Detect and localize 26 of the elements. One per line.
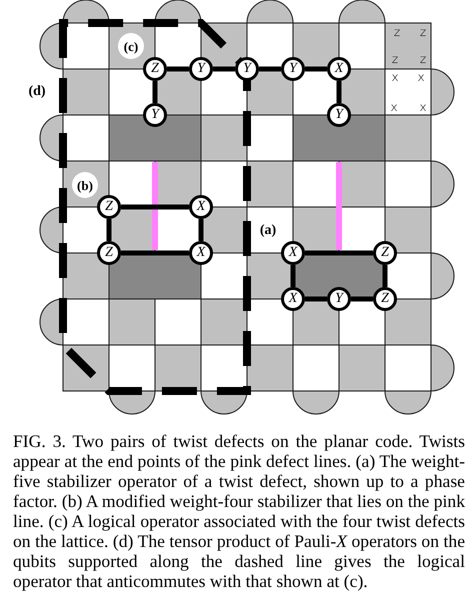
operator-link	[167, 66, 189, 72]
pauli-letter-mark: x	[391, 71, 399, 83]
operator-link	[121, 250, 189, 256]
pauli-letter-mark: z	[420, 26, 426, 38]
operator-link	[305, 66, 327, 72]
operator-link	[213, 66, 235, 72]
pauli-letter-mark: z	[392, 53, 398, 65]
operator-link	[259, 66, 281, 72]
operator-link	[305, 296, 327, 302]
operator-link	[336, 81, 342, 103]
operator-link	[290, 265, 296, 287]
pauli-letter-mark: x	[417, 71, 425, 83]
operator-link	[351, 296, 373, 302]
pauli-letter-mark: z	[394, 26, 400, 38]
operator-link	[305, 250, 373, 256]
callout-label: (a)	[260, 224, 276, 238]
operator-link	[382, 265, 388, 287]
operator-link	[152, 81, 158, 103]
operator-link	[121, 204, 189, 210]
pauli-letter-mark: x	[419, 101, 427, 113]
pauli-letter-mark: x	[390, 101, 398, 113]
figure-caption: FIG. 3. Two pairs of twist defects on the planar code. Twists appear at the end points of the pink defect lines. (a) The weight-five stabilizer operator of a twist defect, shown up to a phase factor. (b) A modified weight-four stabilizer that lies on the pink line. (c) A logical operator associated with the four twist defects on the lattice. (d) The tensor product of Pauli-X operators on the qubits supported along the dashed line gives the logical operator that anticommutes with that shown at (c).	[13, 431, 465, 591]
pauli-letter-mark: z	[420, 53, 426, 65]
operator-link	[106, 219, 112, 241]
callout-label: (d)	[28, 85, 46, 99]
operator-link	[198, 219, 204, 241]
